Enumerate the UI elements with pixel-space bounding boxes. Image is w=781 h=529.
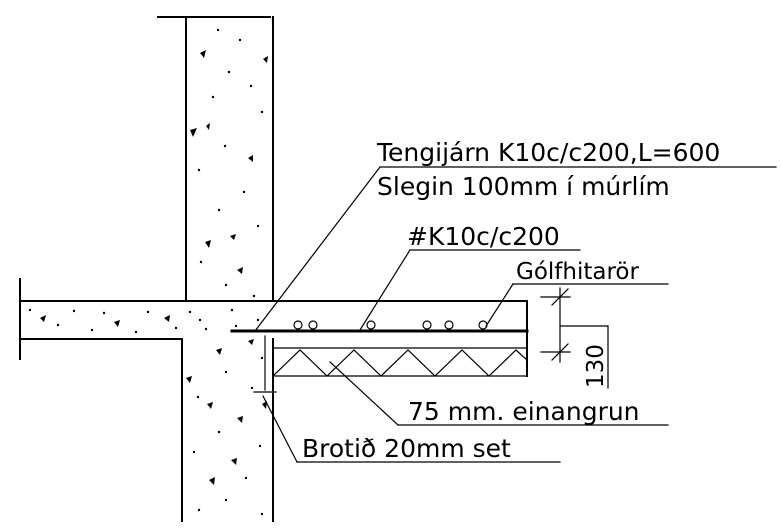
heating-pipe xyxy=(308,320,318,330)
concrete-slab xyxy=(19,278,274,360)
heating-pipe xyxy=(366,320,376,330)
heating-pipes xyxy=(293,320,488,330)
brotid-label: Brotið 20mm set xyxy=(302,434,511,463)
slab-aggregate xyxy=(28,308,260,334)
pipe-leader xyxy=(485,283,514,327)
einangrun-label: 75 mm. einangrun xyxy=(408,397,640,426)
heating-pipe xyxy=(444,320,454,330)
heating-pipe xyxy=(422,320,432,330)
insulation xyxy=(272,349,528,377)
aggregate-texture xyxy=(28,28,268,516)
heating-pipe xyxy=(478,320,488,330)
tengijarn-label: Tengijárn K10c/c200,L=600 xyxy=(376,138,720,167)
dim-tick-top xyxy=(551,288,569,306)
tengijarn-leader xyxy=(254,166,381,332)
concrete-wall xyxy=(157,16,274,522)
floor-screed xyxy=(230,300,529,391)
rebar-leader xyxy=(359,249,411,331)
rebar-label: #K10c/c200 xyxy=(407,222,560,251)
golfhitaror-label: Gólfhitarör xyxy=(516,259,639,285)
wall-aggregate xyxy=(186,28,268,516)
annotations: Tengijárn K10c/c200,L=600 Slegin 100mm í… xyxy=(302,138,720,463)
dimension-130: 130 xyxy=(540,287,609,389)
leader-lines xyxy=(253,166,777,463)
heating-pipe xyxy=(293,320,303,330)
slegin-label: Slegin 100mm í múrlím xyxy=(377,172,670,201)
dimension-label: 130 xyxy=(583,344,609,388)
insulation-leader xyxy=(329,361,399,426)
dim-tick-bottom xyxy=(551,343,569,361)
insulation-zigzag xyxy=(272,349,528,377)
edge-leader xyxy=(262,395,298,463)
